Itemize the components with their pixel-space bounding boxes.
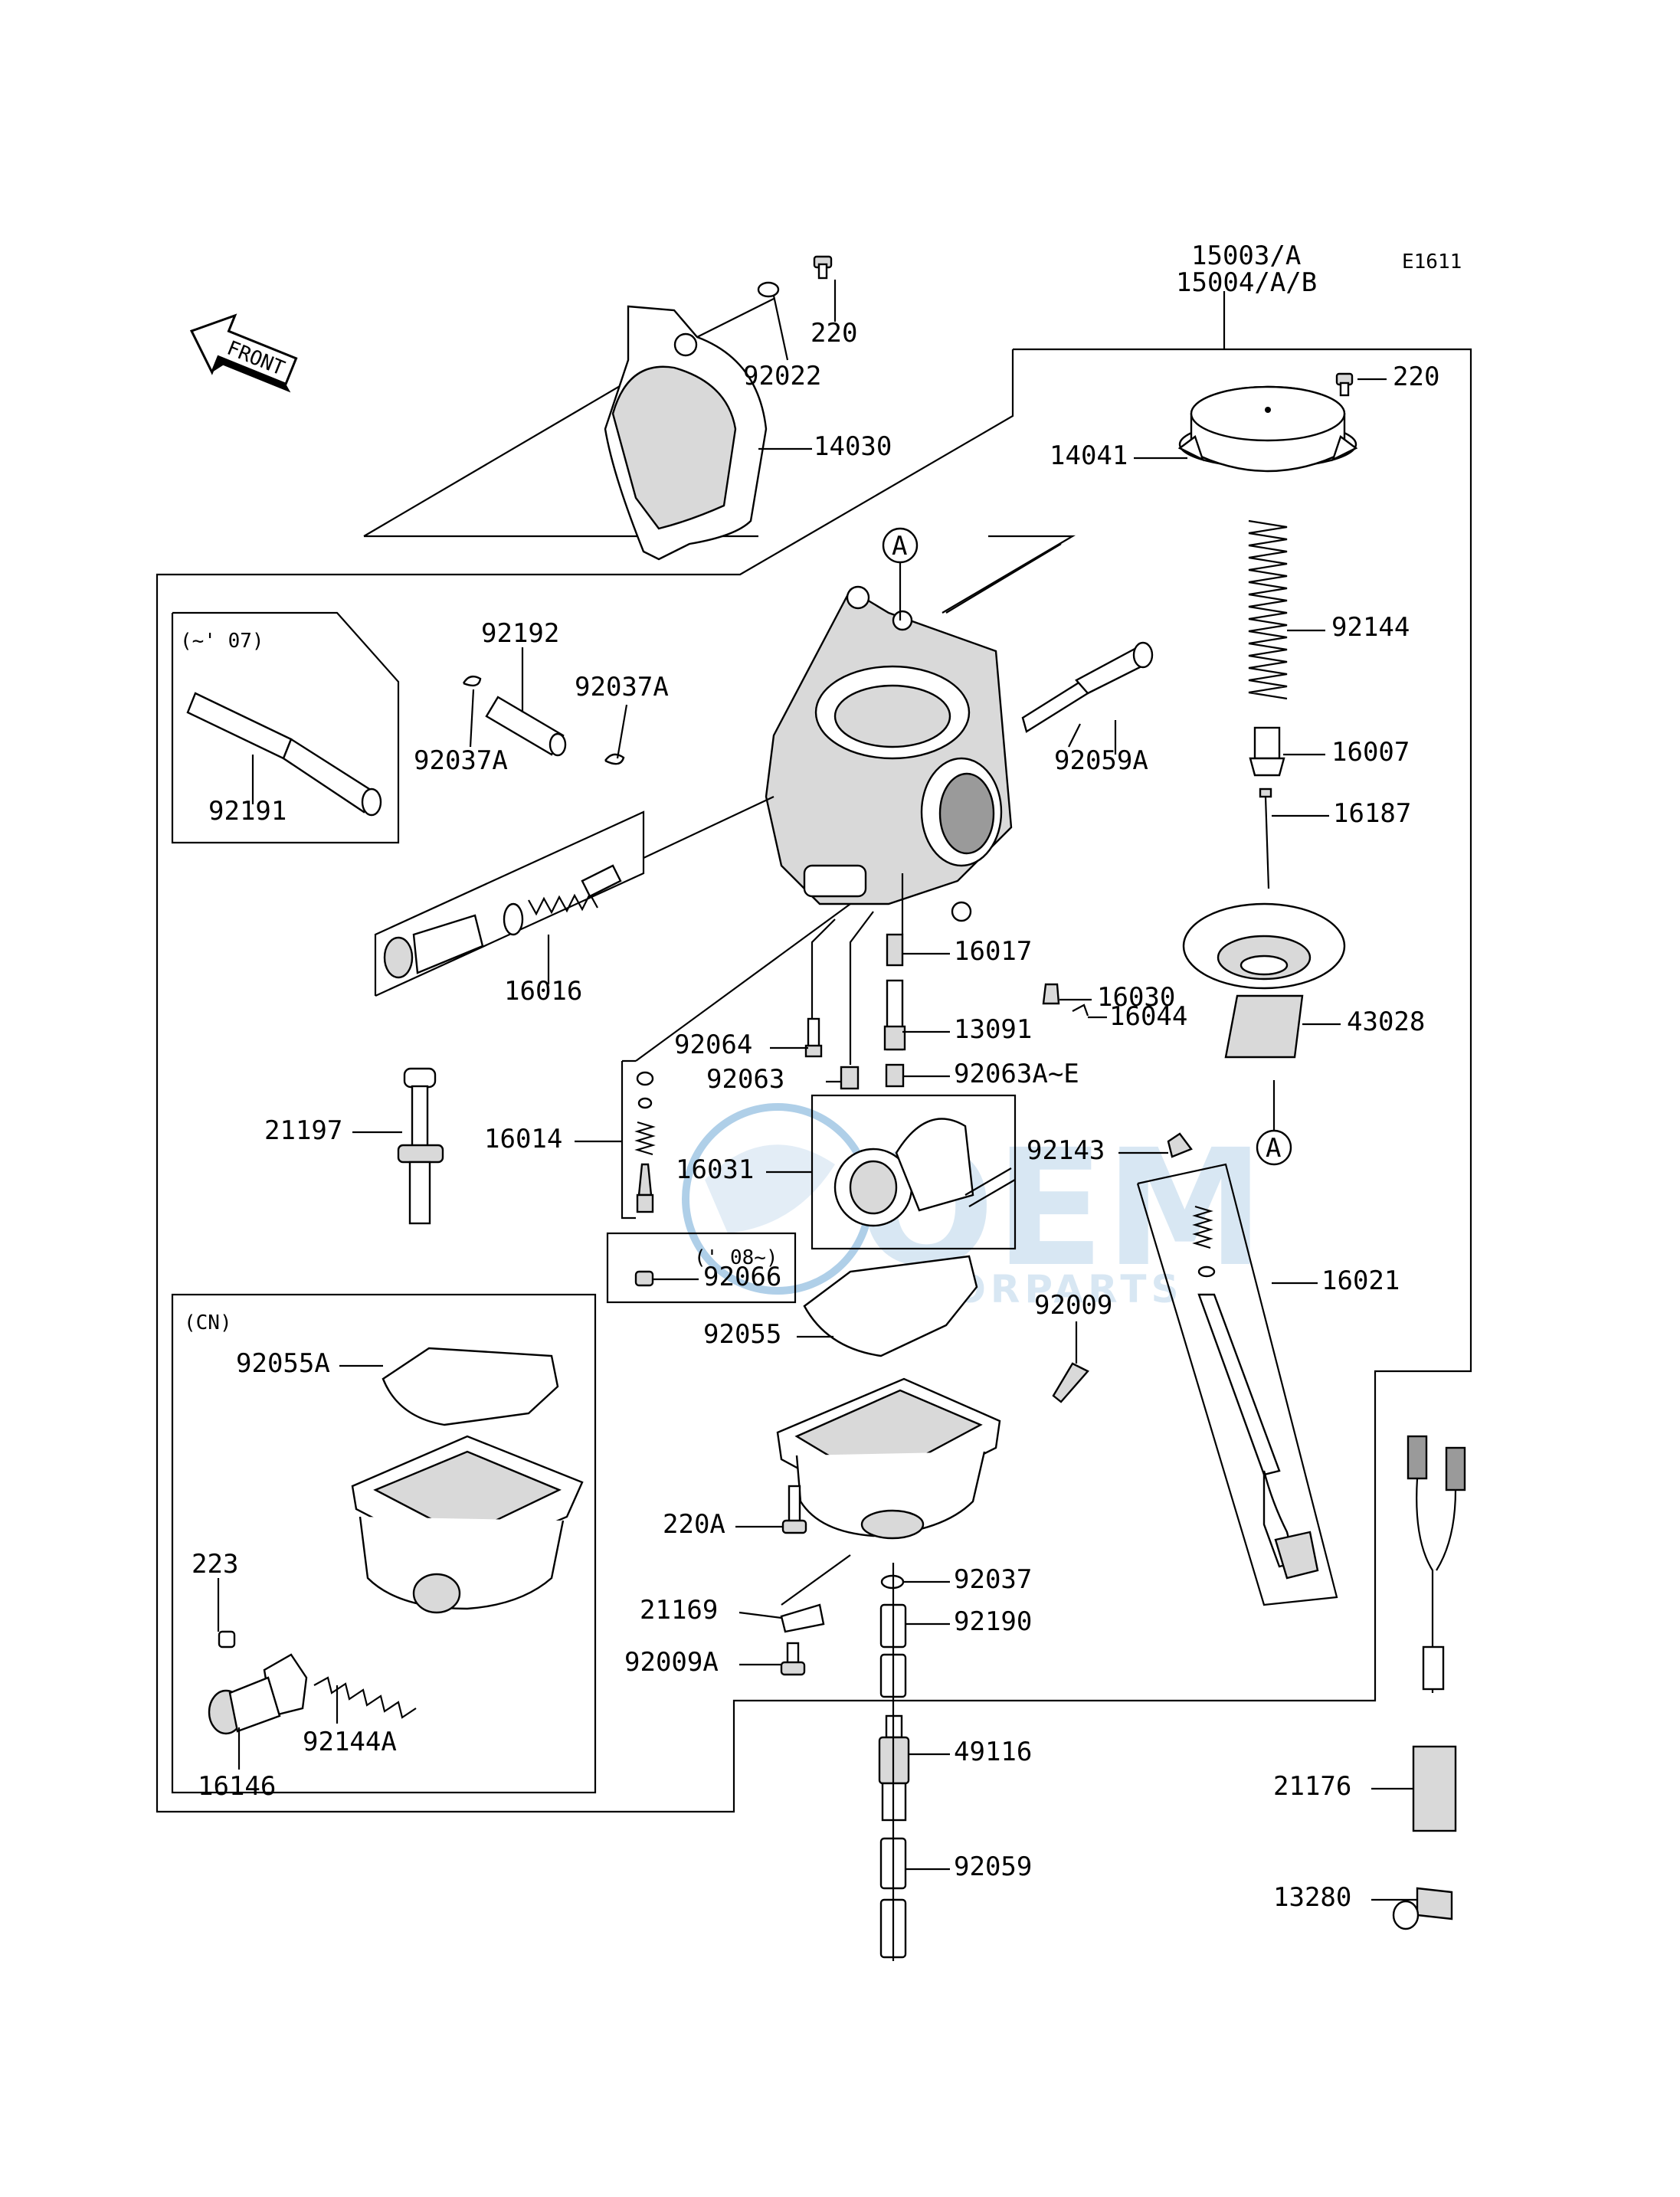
jet-16030 <box>1042 983 1060 1005</box>
pilot-screw-set <box>621 1059 656 1220</box>
label-13091: 13091 <box>954 1014 1032 1045</box>
label-92022: 92022 <box>743 361 821 391</box>
label-16187: 16187 <box>1333 798 1411 829</box>
clamp-92037a-a <box>462 675 482 687</box>
assembly-boundary <box>156 348 1472 1813</box>
label-92037: 92037 <box>954 1564 1032 1595</box>
label-92009: 92009 <box>1034 1290 1112 1321</box>
jet-13091 <box>883 979 906 1051</box>
label-92009a: 92009A <box>624 1647 719 1678</box>
reference-a-bottom: A <box>1256 1080 1292 1166</box>
label-92063: 92063 <box>706 1064 784 1095</box>
label-16007: 16007 <box>1331 737 1410 768</box>
washer-part <box>757 281 780 298</box>
main-jet-92063a-e <box>885 1063 905 1088</box>
label-16031: 16031 <box>676 1154 754 1185</box>
screw-220-right <box>1335 372 1354 397</box>
label-21176: 21176 <box>1273 1771 1351 1802</box>
clamp-92037a-b <box>604 753 625 765</box>
label-92143: 92143 <box>1027 1135 1105 1166</box>
jet-needle-part <box>1259 787 1272 889</box>
label-16044: 16044 <box>1109 1001 1187 1032</box>
diagram-code: E1611 <box>1402 250 1462 273</box>
cap-92143 <box>1167 1132 1193 1158</box>
label-92190: 92190 <box>954 1606 1032 1637</box>
label-92055: 92055 <box>703 1319 781 1350</box>
wire-harness-21176 <box>1407 1435 1466 1832</box>
ref-a-top-text: A <box>892 531 907 562</box>
drain-plug-92009 <box>1052 1362 1089 1403</box>
label-49116: 49116 <box>954 1737 1032 1767</box>
tube-92192 <box>485 696 567 757</box>
label-220-top: 220 <box>811 318 857 349</box>
label-43028: 43028 <box>1347 1007 1425 1037</box>
label-220-right: 220 <box>1393 362 1439 392</box>
gasket-92055 <box>803 1255 978 1357</box>
front-arrow-icon: FRONT <box>189 313 298 393</box>
label-92059a: 92059A <box>1054 745 1148 776</box>
switch-13280 <box>1392 1887 1453 1930</box>
screw-92064 <box>804 1017 823 1058</box>
chamber-cover-part <box>1177 385 1358 473</box>
idle-adjuster-16021 <box>1136 1163 1338 1606</box>
label-92055a: 92055A <box>236 1348 330 1379</box>
label-16017: 16017 <box>954 936 1032 967</box>
label-92144a: 92144A <box>303 1727 397 1757</box>
float-bowl-part <box>776 1377 1001 1606</box>
tube-92059a <box>1021 641 1154 748</box>
bracket-21169 <box>780 1603 825 1633</box>
label-92059: 92059 <box>954 1852 1032 1882</box>
label-92144: 92144 <box>1331 612 1410 643</box>
label-14041: 14041 <box>1050 440 1128 471</box>
label-16021: 16021 <box>1321 1265 1400 1296</box>
label-16014: 16014 <box>484 1124 562 1154</box>
label-92191: 92191 <box>208 796 287 827</box>
label-15004: 15004/A/B <box>1176 267 1317 298</box>
label-14030: 14030 <box>814 431 892 462</box>
diaphragm-part <box>1182 902 1346 1059</box>
clip-16044 <box>1072 1004 1089 1017</box>
label-92063a-e: 92063A~E <box>954 1059 1079 1089</box>
label-21197: 21197 <box>264 1115 342 1146</box>
reference-a-top: A <box>882 527 919 620</box>
inset-cn-label: (CN) <box>184 1311 232 1334</box>
inset-to-07-label: (~' 07) <box>180 630 264 653</box>
spring-92144 <box>1248 519 1288 700</box>
label-16016: 16016 <box>504 976 582 1007</box>
jet-92063 <box>840 1066 860 1090</box>
inset-from-08-label: (' 08~) <box>694 1246 778 1269</box>
starter-plunger-part <box>374 796 775 997</box>
air-cover-part <box>604 305 768 561</box>
inset-to-07: (~' 07) <box>171 611 400 844</box>
label-15003: 15003/A <box>1191 241 1301 271</box>
fitting-21197 <box>397 1067 444 1225</box>
screw-220-top <box>813 255 833 280</box>
label-16030: 16030 <box>1097 982 1175 1013</box>
label-220a: 220A <box>663 1509 725 1540</box>
label-92066: 92066 <box>703 1262 781 1292</box>
label-92192: 92192 <box>481 618 559 649</box>
label-92037a-b: 92037A <box>575 672 669 702</box>
label-16146: 16146 <box>198 1771 276 1802</box>
needle-holder-part <box>1249 726 1285 777</box>
label-223: 223 <box>192 1549 238 1580</box>
jet-16017 <box>886 933 904 967</box>
label-21169: 21169 <box>640 1595 718 1626</box>
inset-cn: (CN) <box>171 1293 597 1794</box>
screw-92009a <box>780 1642 806 1676</box>
label-92064: 92064 <box>674 1030 752 1060</box>
part-labels: 15003/A 15004/A/B 220 220 92022 14030 14… <box>192 241 1439 1913</box>
ref-a-bottom-text: A <box>1266 1133 1281 1164</box>
label-92037a-a: 92037A <box>414 745 508 776</box>
label-13280: 13280 <box>1273 1882 1351 1913</box>
carburetor-body <box>765 543 1062 922</box>
leader-lines <box>217 280 1417 1901</box>
throttle-valve-part <box>811 1094 1017 1250</box>
